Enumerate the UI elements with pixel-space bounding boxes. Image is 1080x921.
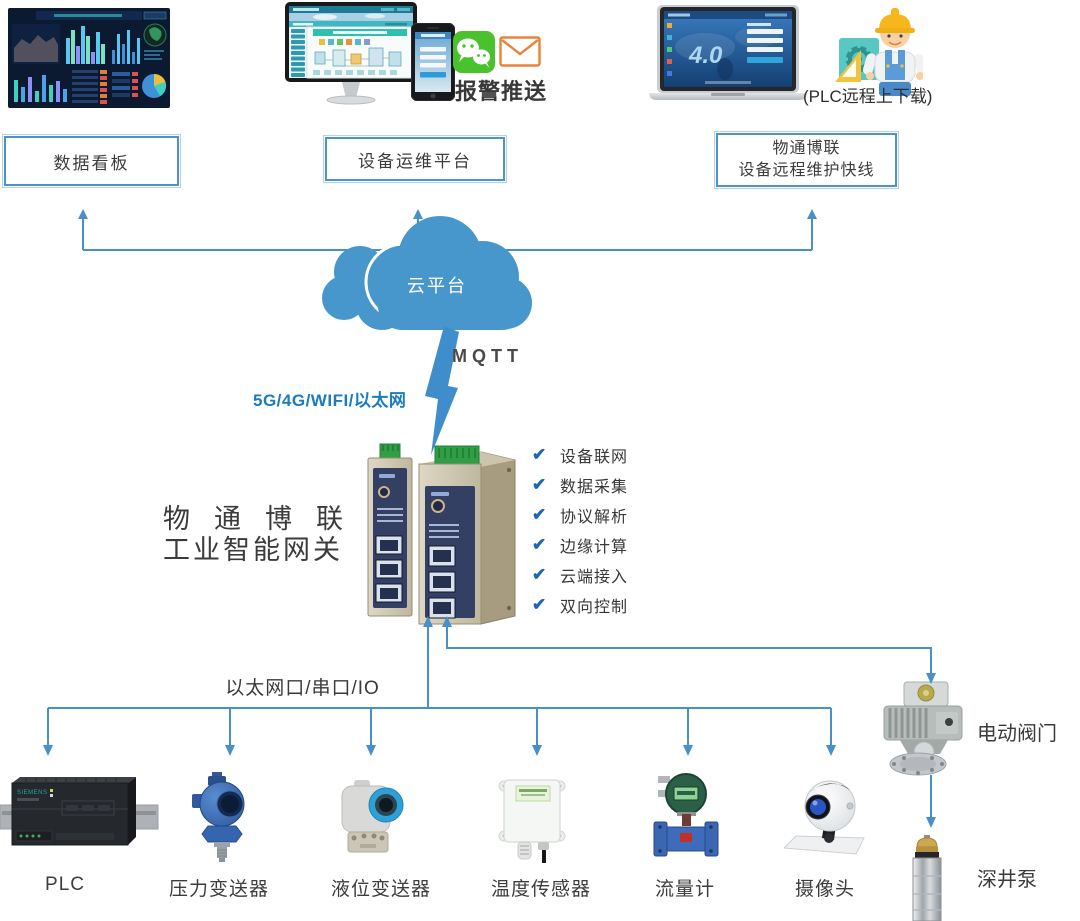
alarm-push-label: 报警推送: [455, 79, 548, 104]
checkmark-icon: ✔: [532, 595, 547, 614]
plc-remote-label: (PLC远程上下载): [803, 87, 933, 106]
gateway-feature-list: ✔ 设备联网 ✔ 数据采集 ✔ 协议解析 ✔ 边缘计算 ✔ 云端接入 ✔ 双向控…: [532, 440, 628, 620]
bus-label: 以太网口/串口/IO: [225, 678, 380, 699]
svg-text:4.0: 4.0: [688, 42, 723, 69]
wechat-icon: [453, 31, 495, 73]
feature-item: ✔ 双向控制: [532, 595, 629, 616]
mqtt-protocol-label: MQTT: [452, 346, 523, 366]
device-label-level: 液位变送器: [330, 879, 431, 900]
valve-label: 电动阀门: [977, 723, 1057, 745]
dashboard-label: 数据看板: [53, 153, 130, 173]
worker-icon: [835, 8, 923, 96]
camera-image: [784, 780, 865, 855]
flow-meter-image: [653, 773, 719, 857]
feature-item: ✔ 数据采集: [532, 475, 629, 496]
device-label-temp: 温度传感器: [490, 879, 591, 900]
device-label-flow: 流量计: [654, 879, 715, 900]
temperature-sensor-image: [498, 779, 566, 863]
dashboard-label-box: 数据看板: [2, 134, 181, 188]
deep-well-pump-image: [912, 835, 942, 921]
phone-image: [411, 23, 455, 101]
checkmark-icon: ✔: [532, 565, 547, 584]
checkmark-icon: ✔: [532, 535, 547, 554]
electric-valve-image: [883, 681, 963, 776]
gateway-title: 物通博联 工业智能网关: [163, 504, 367, 566]
remote-maintain-label-box: 物通博联 设备远程维护快线: [714, 131, 899, 189]
ops-platform-label: 设备运维平台: [358, 151, 472, 171]
checkmark-icon: ✔: [532, 475, 547, 494]
laptop-image: 4.0: [649, 5, 807, 100]
pressure-transmitter-image: [192, 772, 245, 862]
device-label-camera: 摄像头: [794, 879, 855, 900]
plc-image: SIEMENS: [0, 777, 159, 846]
gateway-image: [367, 443, 516, 625]
checkmark-icon: ✔: [532, 505, 547, 524]
pump-label: 深井泵: [977, 869, 1037, 891]
svg-text:SIEMENS: SIEMENS: [17, 790, 48, 796]
feature-item: ✔ 设备联网: [532, 445, 629, 466]
gateway-title-line1: 物通博联: [163, 504, 367, 534]
remote-maintain-line2: 设备远程维护快线: [738, 162, 875, 179]
level-transmitter-image: [341, 780, 404, 853]
feature-item: ✔ 协议解析: [532, 505, 629, 526]
device-label-plc: PLC: [45, 874, 85, 895]
device-label-pressure: 压力变送器: [168, 879, 269, 900]
uplink-label: 5G/4G/WIFI/以太网: [253, 391, 407, 410]
monitor-image: [285, 2, 417, 105]
cloud-platform-label: 云平台: [407, 276, 467, 296]
gateway-title-line2: 工业智能网关: [163, 535, 343, 565]
dashboard-image: [8, 8, 170, 108]
feature-item: ✔ 云端接入: [532, 565, 629, 586]
ops-platform-label-box: 设备运维平台: [323, 135, 507, 183]
feature-item: ✔ 边缘计算: [532, 535, 629, 556]
checkmark-icon: ✔: [532, 445, 547, 464]
remote-maintain-line1: 物通博联: [772, 140, 841, 157]
mail-icon: [499, 36, 541, 67]
